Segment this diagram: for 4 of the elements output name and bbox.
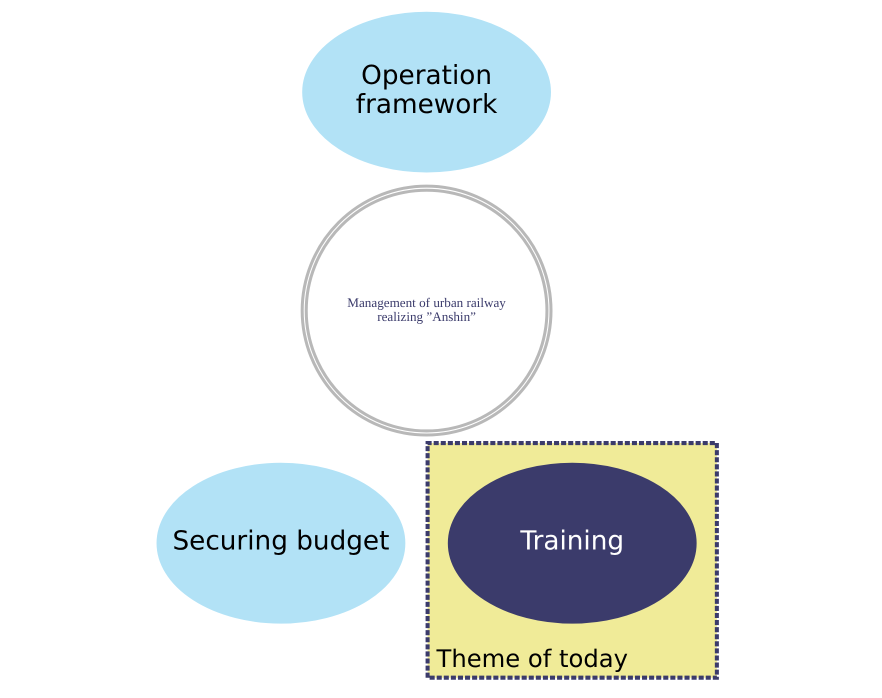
node-ellipse: Training [448,462,697,624]
node-circle: Management of urban railway realizing ”Anshin” [300,184,552,436]
node-ellipse: Securing budget [156,462,406,624]
node-ellipse: Operation framework [302,12,551,172]
